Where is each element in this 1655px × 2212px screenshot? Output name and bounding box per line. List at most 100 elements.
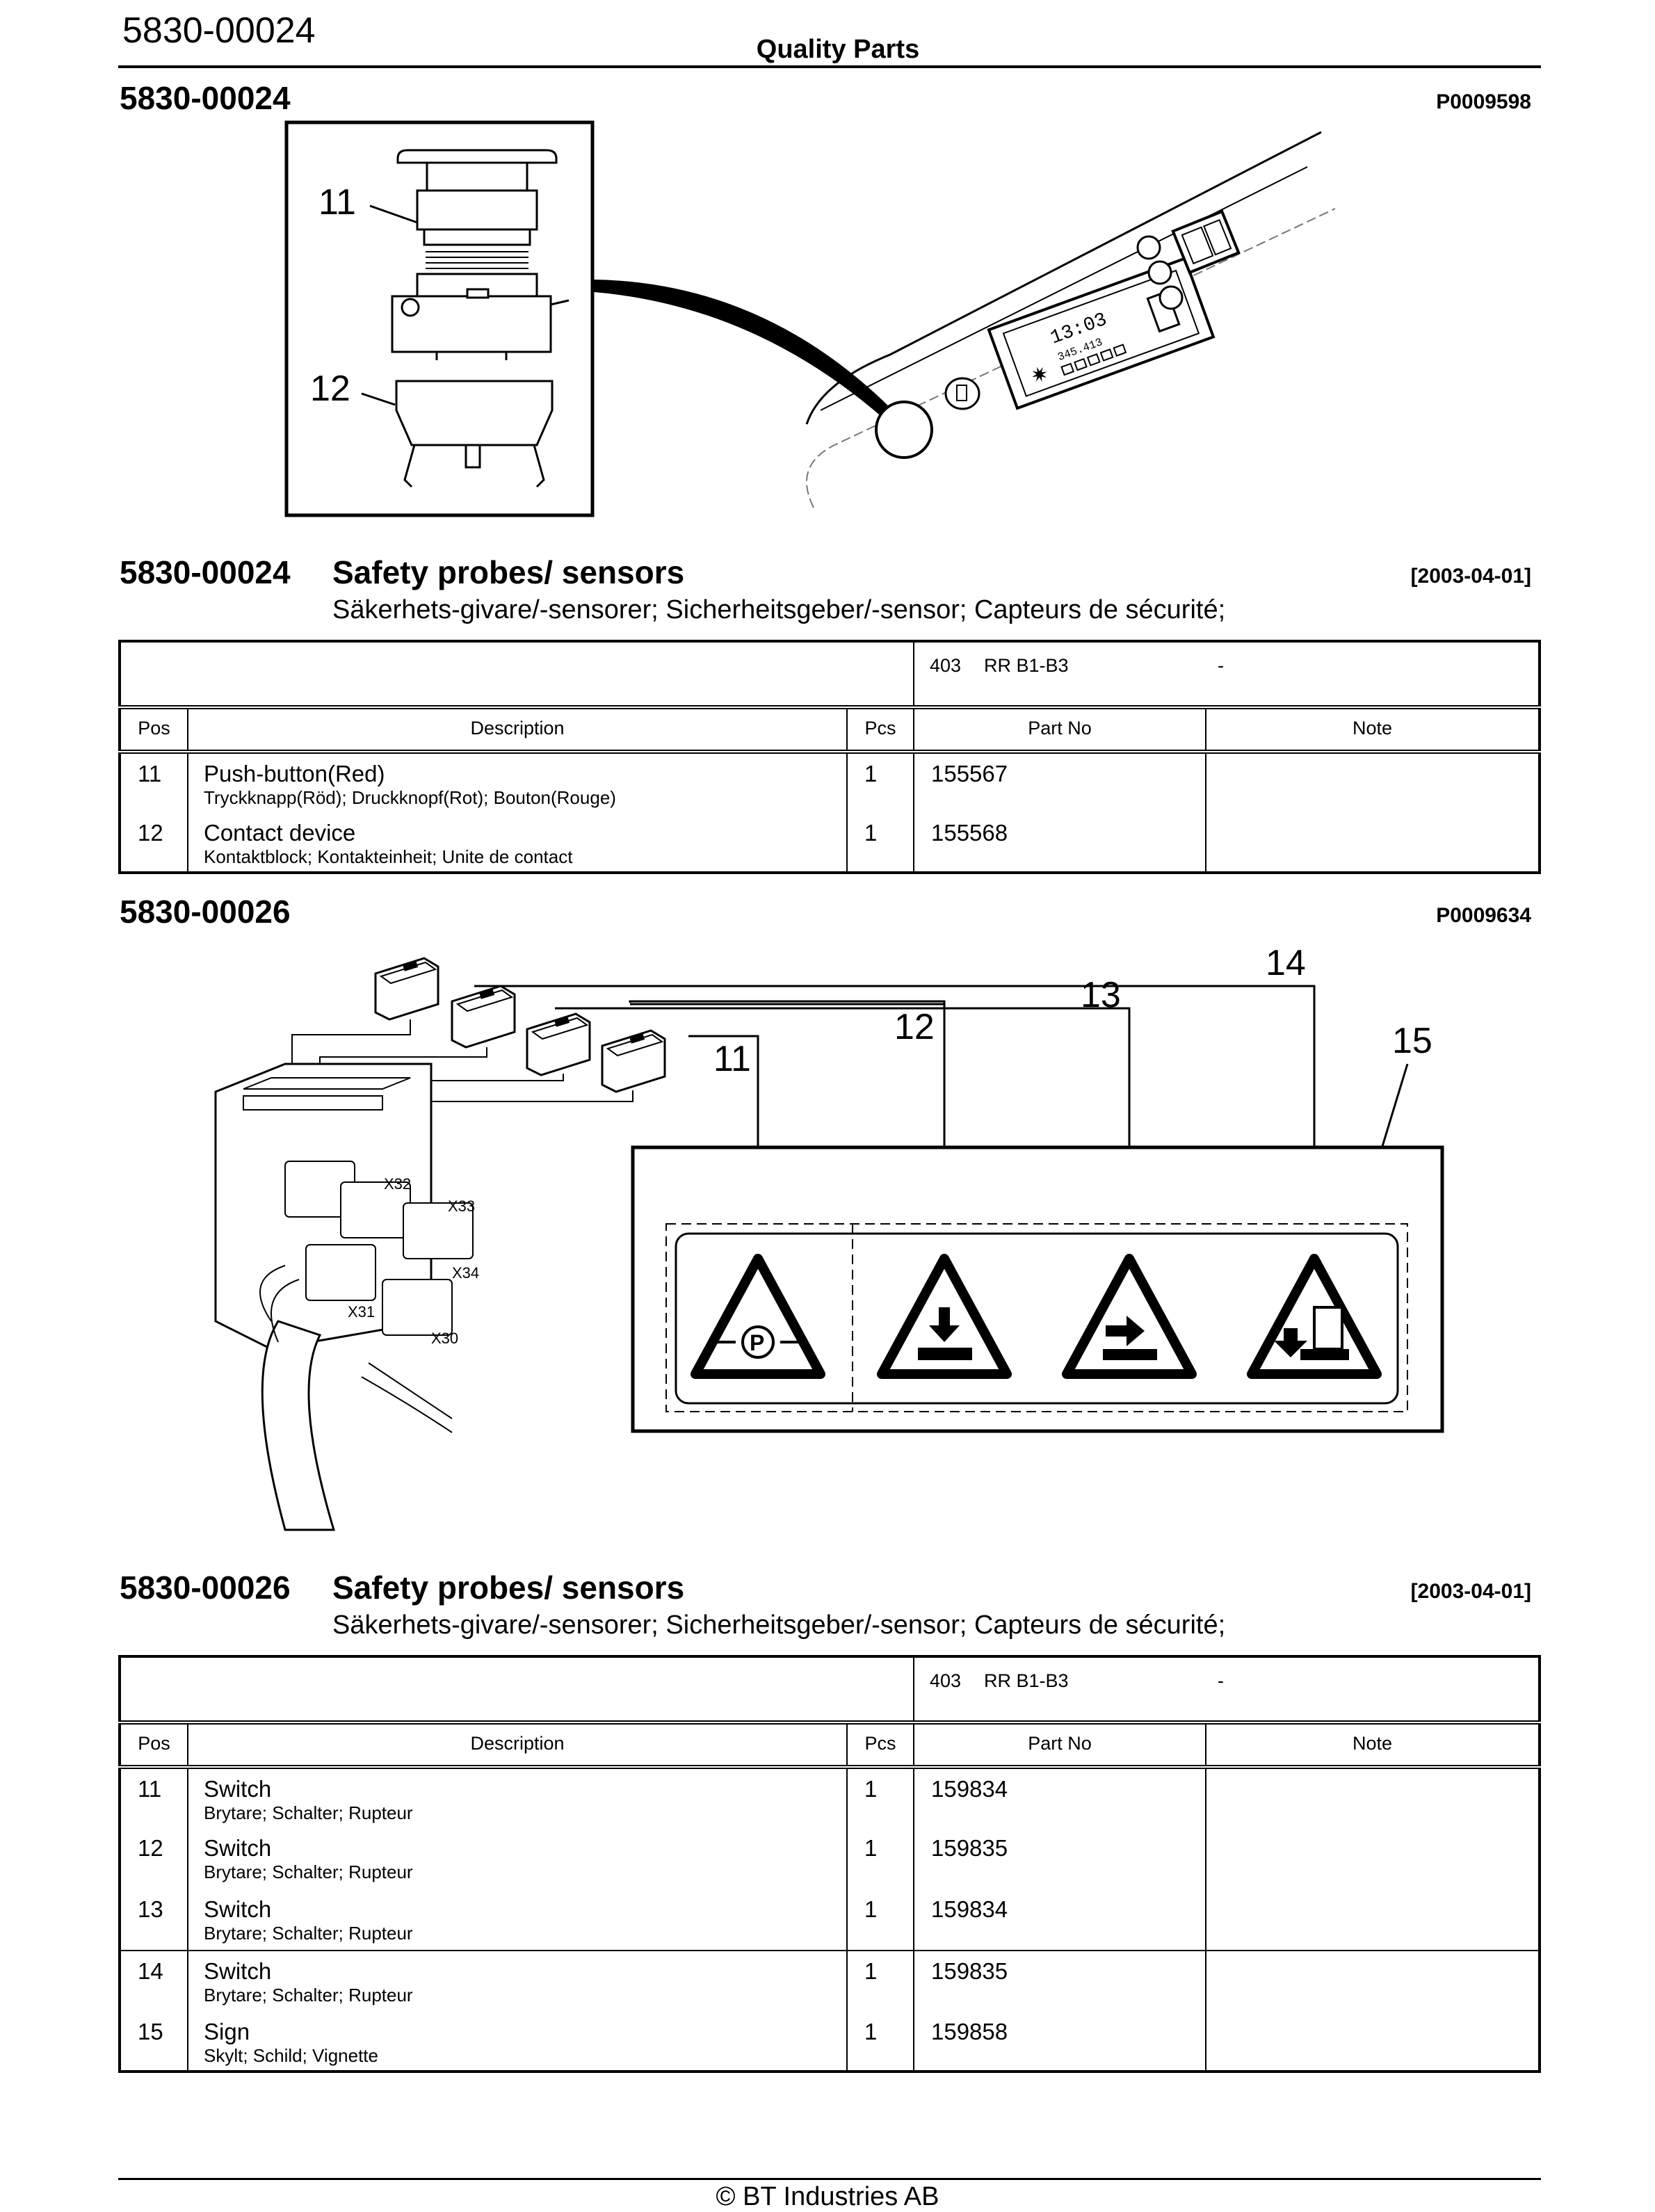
section-1-code-title: 5830-00024 xyxy=(120,554,291,590)
pointer-wedge xyxy=(594,280,894,424)
item-pos: 12 xyxy=(138,1835,163,1861)
footer-rule xyxy=(118,2178,1541,2180)
section-1-picture-ref: P0009598 xyxy=(1436,90,1531,113)
callout-12: 12 xyxy=(894,1007,935,1047)
item-pcs: 1 xyxy=(846,1828,914,1889)
callout-13: 13 xyxy=(1081,975,1121,1015)
callout-11: 11 xyxy=(318,182,356,223)
section-2-title: Safety probes/ sensors xyxy=(332,1569,685,1606)
section-1-date: [2003-04-01] xyxy=(1410,565,1531,588)
item-desc-sub: Brytare; Schalter; Rupteur xyxy=(204,1802,413,1823)
warning-triangle-crush-down xyxy=(877,1254,1012,1379)
parking-letter: P xyxy=(750,1330,764,1355)
item-pcs: 1 xyxy=(846,1767,914,1828)
item-desc-sub: Skylt; Schild; Vignette xyxy=(204,2045,378,2066)
col-pos: Pos xyxy=(120,1722,188,1769)
dash-push-button xyxy=(875,401,933,459)
sign-plate xyxy=(675,1232,1399,1405)
col-description: Description xyxy=(187,1722,847,1769)
callout-15: 15 xyxy=(1392,1021,1432,1061)
item-pos: 12 xyxy=(138,820,163,846)
col-note: Note xyxy=(1205,707,1540,754)
connectors xyxy=(284,1161,474,1336)
item-desc-sub: Brytare; Schalter; Rupteur xyxy=(204,1923,413,1944)
item-desc-main: Switch xyxy=(204,1835,272,1861)
model-dash: - xyxy=(1218,655,1224,676)
callout-11: 11 xyxy=(713,1039,751,1079)
model-name: RR B1-B3 xyxy=(984,1670,1069,1691)
item-pos: 11 xyxy=(138,761,162,786)
section-2-date: [2003-04-01] xyxy=(1410,1580,1531,1603)
document-code: 5830-00024 xyxy=(122,10,316,51)
section-1-title: Safety probes/ sensors xyxy=(332,554,685,590)
item-note xyxy=(1205,2012,1540,2072)
button-body xyxy=(416,189,538,231)
section-2-subtitle: Säkerhets-givare/-sensorer; Sicherheitsg… xyxy=(332,1610,1226,1640)
item-part-no: 155567 xyxy=(913,752,1206,813)
item-note xyxy=(1205,1889,1540,1951)
item-pcs: 1 xyxy=(846,1951,914,2012)
item-description: Push-button(Red)Tryckknapp(Röd); Druckkn… xyxy=(187,752,847,813)
warning-triangle-parking: P xyxy=(691,1254,825,1379)
connector-x33: X33 xyxy=(448,1197,475,1215)
item-desc-main: Push-button(Red) xyxy=(204,761,385,786)
header-rule xyxy=(118,65,1541,68)
col-pos: Pos xyxy=(120,707,188,754)
contact-device xyxy=(395,380,554,446)
item-part-no: 155568 xyxy=(913,813,1206,873)
warning-triangle-crush-side xyxy=(1062,1254,1197,1379)
dash-display: 13:03 345.413 ✷ xyxy=(987,257,1216,410)
item-desc-main: Switch xyxy=(204,1776,272,1802)
indicator-1 xyxy=(1136,235,1161,260)
warning-triangle-truck xyxy=(1247,1254,1382,1379)
item-pos: 11 xyxy=(138,1776,162,1802)
item-part-no: 159835 xyxy=(913,1828,1206,1889)
indicator-3 xyxy=(1158,285,1184,310)
header-title: Quality Parts xyxy=(756,35,920,64)
item-pcs: 1 xyxy=(846,752,914,813)
item-pcs: 1 xyxy=(846,1889,914,1951)
col-part-no: Part No xyxy=(913,707,1206,754)
col-description: Description xyxy=(187,707,847,754)
connector-x30: X30 xyxy=(431,1330,458,1347)
col-part-no: Part No xyxy=(913,1722,1206,1769)
item-desc-sub: Tryckknapp(Röd); Druckknopf(Rot); Bouton… xyxy=(204,787,616,808)
table-header-row: Pos Description Pcs Part No Note xyxy=(120,707,1540,754)
callout-12: 12 xyxy=(310,369,350,409)
callout-14: 14 xyxy=(1266,943,1306,983)
item-note xyxy=(1205,813,1540,873)
item-part-no: 159834 xyxy=(913,1767,1206,1828)
indicator-2 xyxy=(1147,260,1172,285)
item-part-no: 159834 xyxy=(913,1889,1206,1951)
item-pos: 14 xyxy=(138,1958,163,1984)
col-note: Note xyxy=(1205,1722,1540,1769)
connector-x31: X31 xyxy=(348,1303,375,1321)
table-row: 11 Push-button(Red)Tryckknapp(Röd); Druc… xyxy=(120,752,1540,813)
item-note xyxy=(1205,1951,1540,2012)
item-desc-sub: Kontaktblock; Kontakteinheit; Unite de c… xyxy=(204,846,573,867)
item-desc-main: Sign xyxy=(204,2019,250,2044)
item-note xyxy=(1205,1767,1540,1828)
connector-x34: X34 xyxy=(452,1264,479,1282)
section-2-code: 5830-00026 xyxy=(120,894,291,930)
item-desc-main: Switch xyxy=(204,1958,272,1984)
section-1-code: 5830-00024 xyxy=(120,80,291,116)
model-number: 403 xyxy=(930,655,962,676)
section-1-subtitle: Säkerhets-givare/-sensorer; Sicherheitsg… xyxy=(332,595,1226,624)
model-number: 403 xyxy=(930,1670,962,1691)
footer-copyright: © BT Industries AB xyxy=(716,2182,939,2211)
button-cap xyxy=(396,149,558,164)
